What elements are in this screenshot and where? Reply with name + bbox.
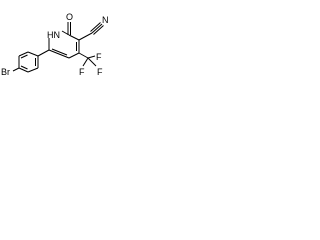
pyridinone-bond-c4-c5 (68, 52, 80, 59)
oxygen-label: O (66, 12, 73, 22)
cf3-bond-top (87, 55, 96, 59)
cf3-carbon-bond (78, 52, 89, 59)
pyridinone-ring (48, 30, 80, 59)
nitrile-triple-a (91, 23, 103, 34)
bromine-bond (12, 67, 20, 72)
phenyl-bond-5 (27, 67, 39, 73)
phenyl-bond-4 (18, 67, 29, 73)
bromine-label: Br (1, 67, 10, 77)
cf3-bond-right (87, 57, 97, 67)
phenyl-bond-1 (27, 51, 39, 57)
pyridinone-bond-c2-c3 (68, 34, 80, 41)
chemical-structure-diagram: Br HN O N F F F (1, 12, 109, 77)
pyridinone-double-bond-c5-c6 (51, 48, 68, 56)
cf3-fluorine-right-label: F (97, 67, 103, 77)
nitrile-triple-b (93, 25, 104, 35)
nitrile-triple-c (90, 22, 101, 32)
cf3-fluorine-left-label: F (79, 67, 85, 77)
cf3-fluorine-top-label: F (96, 52, 102, 62)
bromophenyl-ring (18, 51, 39, 73)
nh-label: HN (47, 30, 60, 40)
phenyl-double-bond-b (20, 65, 28, 70)
nitrile-bond-1 (78, 32, 93, 41)
pyridinone-bond-c5-c6 (48, 49, 70, 59)
phenyl-double-bond-a (20, 54, 28, 59)
nitrile-nitrogen-label: N (102, 15, 109, 25)
aryl-link-bond (37, 49, 50, 57)
cf3-bond-left (82, 57, 89, 67)
phenyl-bond-2 (18, 51, 29, 57)
